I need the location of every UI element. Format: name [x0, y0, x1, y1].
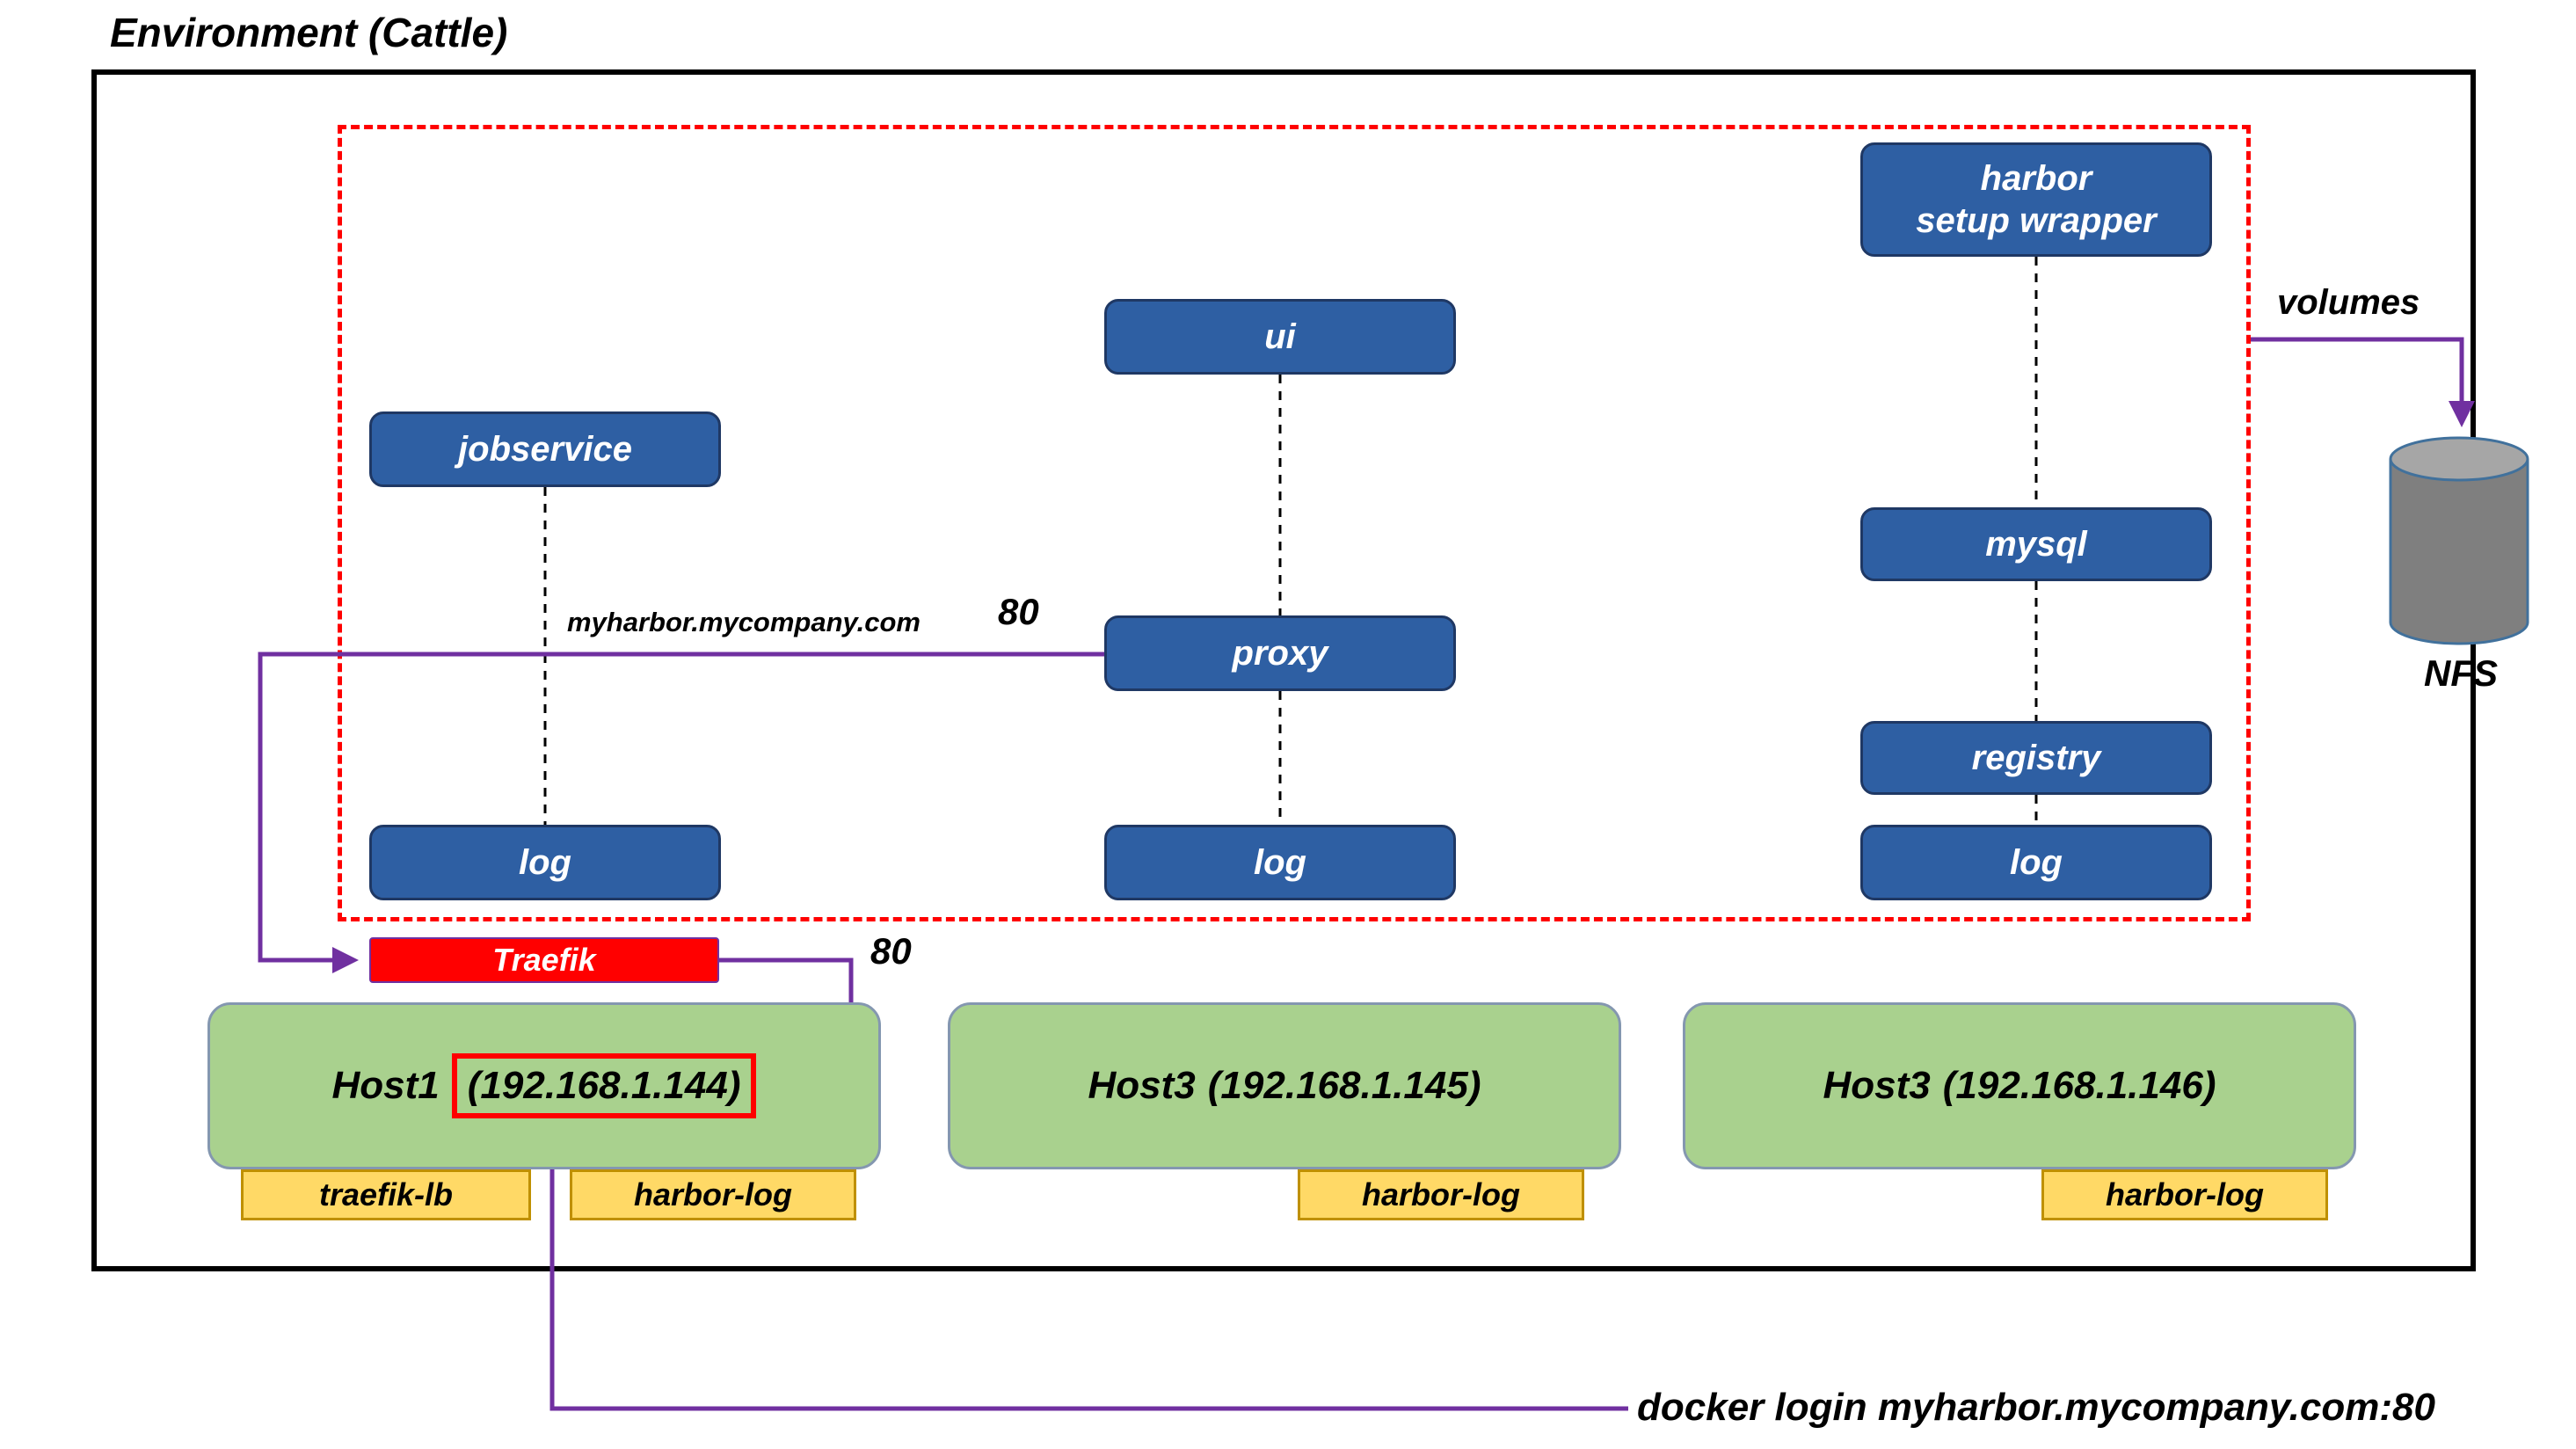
- host3-name: Host3: [1823, 1064, 1931, 1107]
- service-registry: registry: [1860, 721, 2212, 795]
- service-ui: ui: [1104, 299, 1456, 375]
- service-mysql: mysql: [1860, 507, 2212, 581]
- host1: Host1 (192.168.1.144): [207, 1002, 881, 1169]
- service-harbor-setup-wrapper: harbor setup wrapper: [1860, 142, 2212, 257]
- host3: Host3 (192.168.1.146): [1683, 1002, 2356, 1169]
- service-log-center: log: [1104, 825, 1456, 900]
- proxy-hostname-label: myharbor.mycompany.com: [567, 607, 921, 637]
- arrow-volumes-to-nfs: [2251, 337, 2475, 427]
- tag-harbor-log-1: harbor-log: [570, 1169, 856, 1220]
- arrow-proxy-to-traefik: [258, 652, 1104, 973]
- tag-harbor-log-3: harbor-log: [2041, 1169, 2328, 1220]
- proxy-port-label: 80: [998, 591, 1039, 632]
- environment-title: Environment (Cattle): [110, 10, 508, 55]
- host2-ip: (192.168.1.145): [1207, 1064, 1481, 1107]
- host1-ip-highlight: (192.168.1.144): [451, 1053, 757, 1118]
- service-log-right: log: [1860, 825, 2212, 900]
- traefik-port-label: 80: [870, 930, 912, 972]
- docker-login-label: docker login myharbor.mycompany.com:80: [1637, 1386, 2435, 1429]
- nfs-label: NFS: [2424, 652, 2498, 694]
- host2: Host3 (192.168.1.145): [948, 1002, 1621, 1169]
- traefik-box: Traefik: [369, 937, 719, 983]
- service-jobservice: jobservice: [369, 411, 721, 487]
- volumes-label: volumes: [2277, 283, 2420, 322]
- nfs-cylinder-icon: [2389, 436, 2529, 645]
- service-proxy: proxy: [1104, 615, 1456, 691]
- tag-traefik-lb: traefik-lb: [241, 1169, 531, 1220]
- environment-boundary: [91, 69, 2476, 1271]
- arrow-docker-login-to-host1: [539, 1129, 1628, 1411]
- tag-harbor-log-2: harbor-log: [1298, 1169, 1584, 1220]
- harbor-stack-boundary: [338, 125, 2251, 921]
- service-log-left: log: [369, 825, 721, 900]
- host1-name: Host1: [331, 1064, 440, 1107]
- host2-name: Host3: [1088, 1064, 1196, 1107]
- host3-ip: (192.168.1.146): [1942, 1064, 2216, 1107]
